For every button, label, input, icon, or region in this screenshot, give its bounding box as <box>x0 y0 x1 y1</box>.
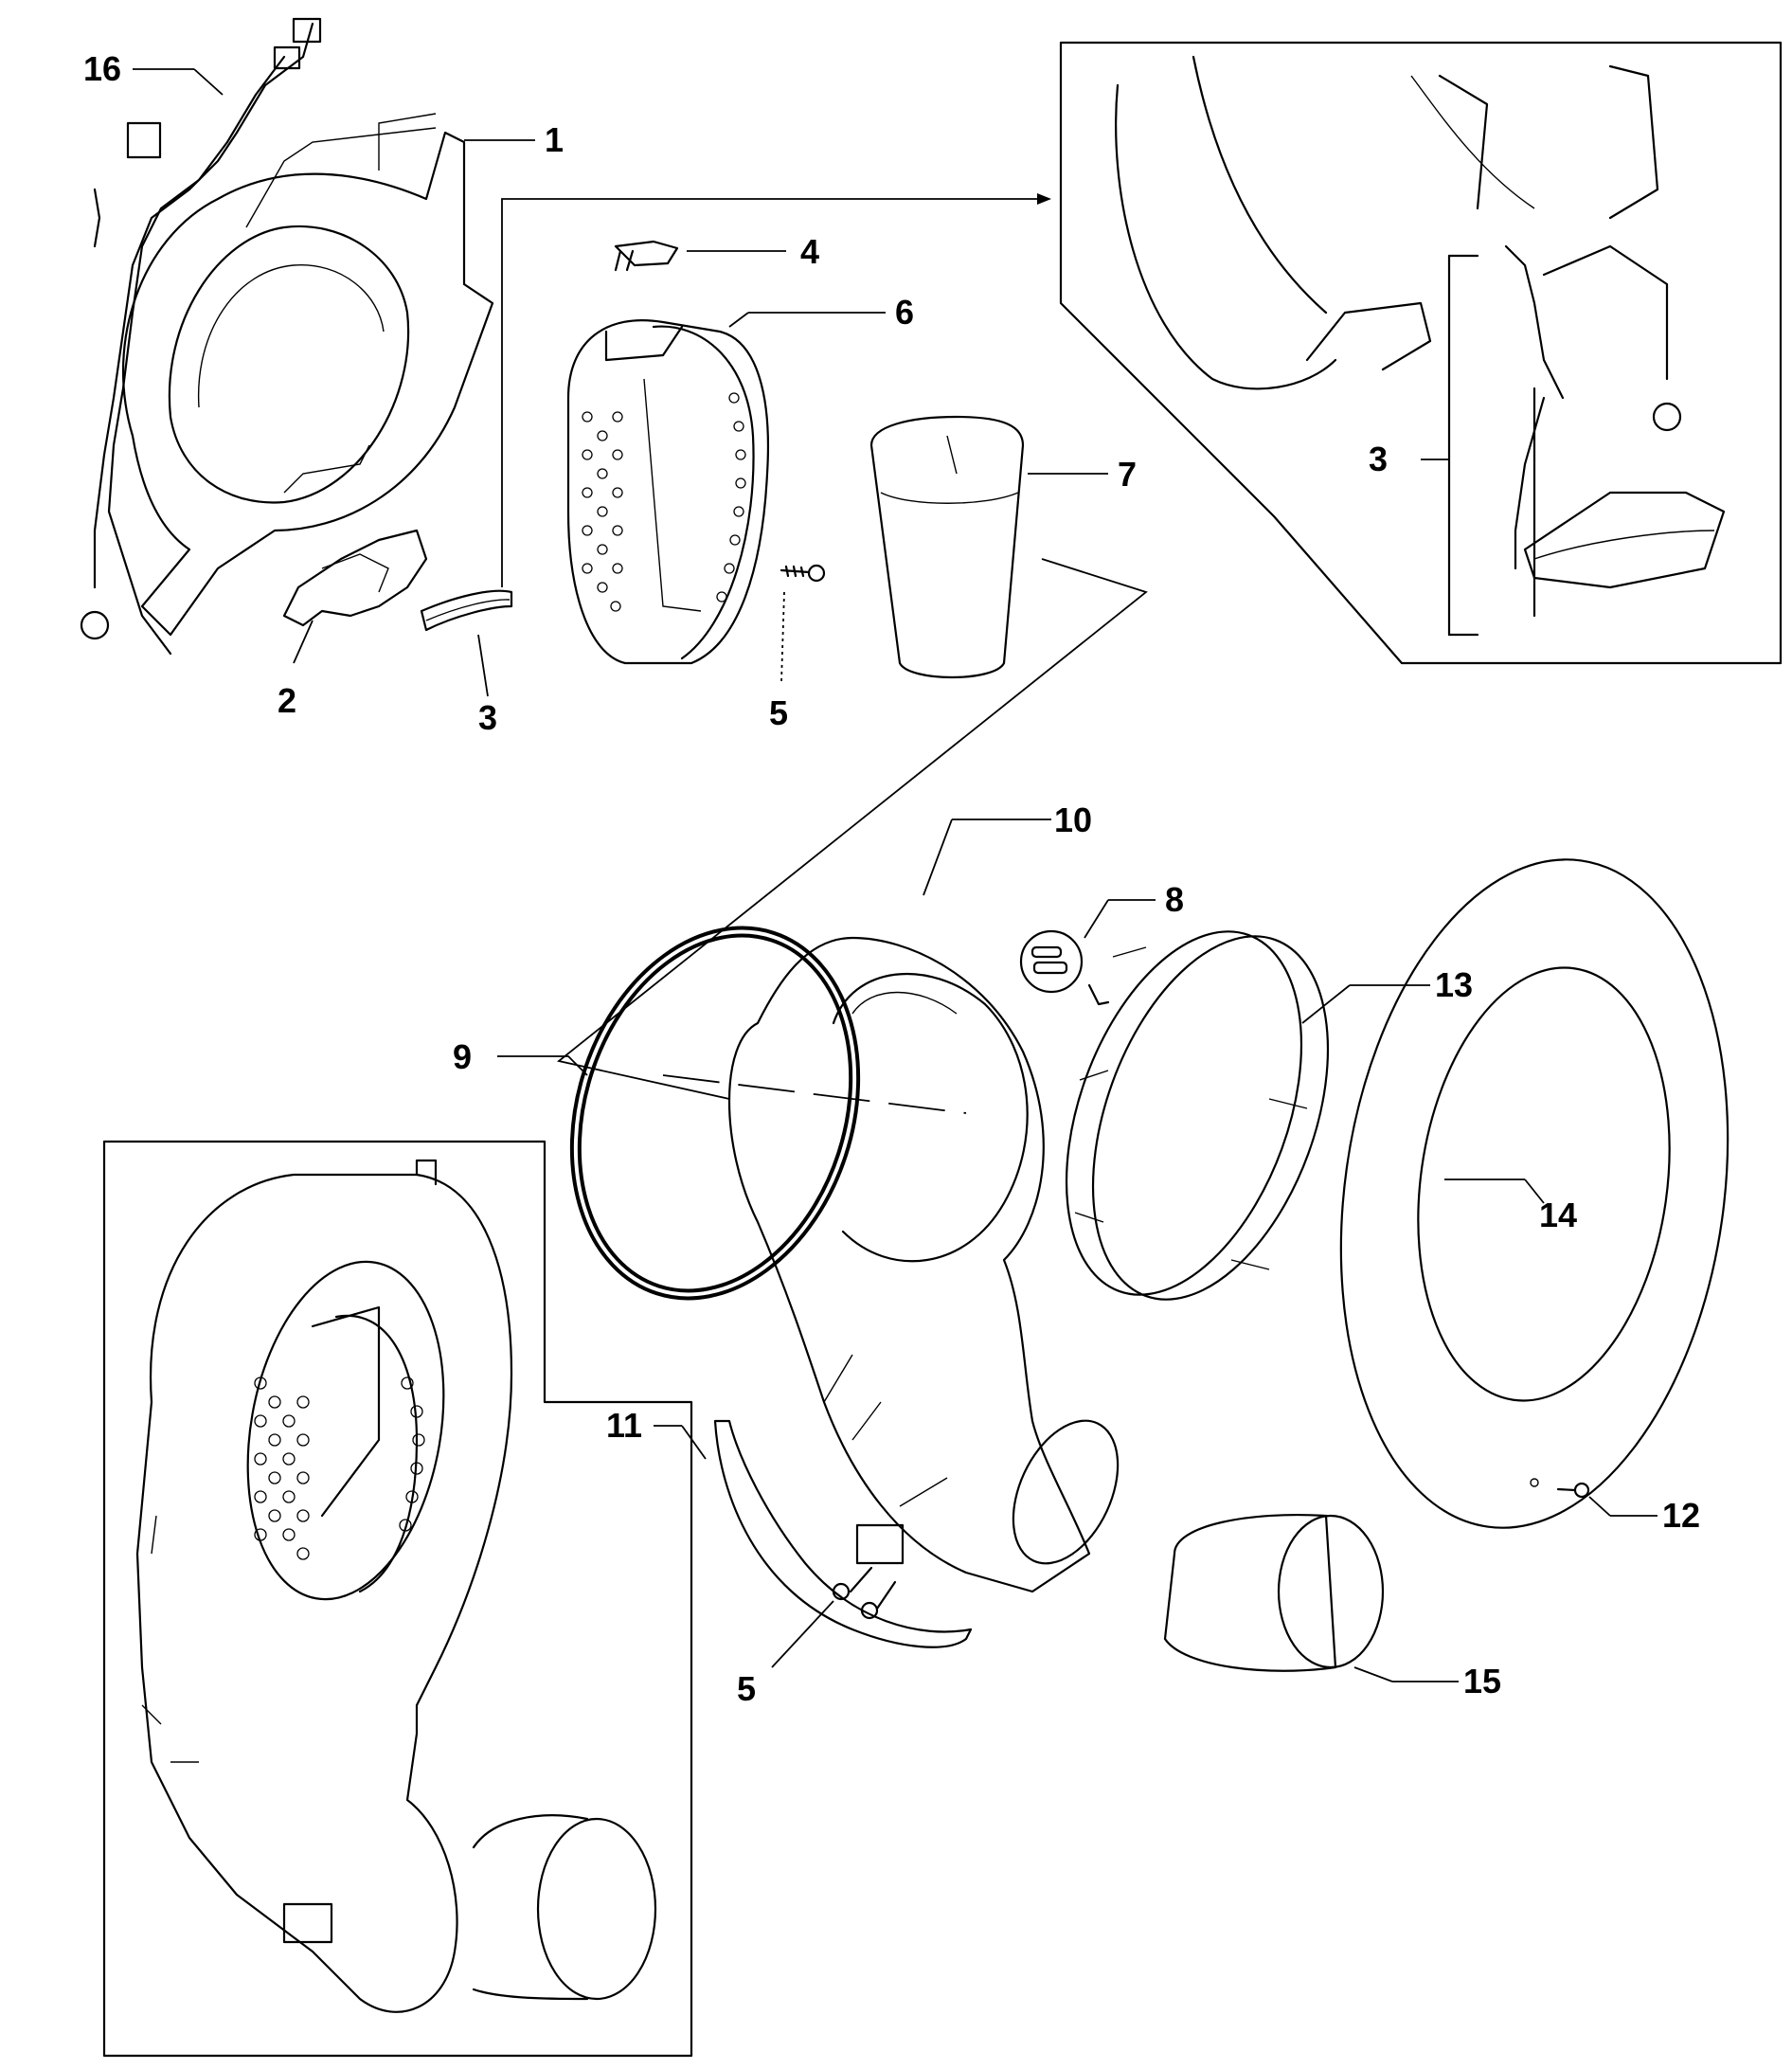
label-3b: 3 <box>1369 440 1388 478</box>
label-3a: 3 <box>478 698 497 737</box>
part-4-clip <box>614 240 786 272</box>
inset-mesh-holes <box>254 1376 425 1560</box>
label-12: 12 <box>1662 1496 1700 1535</box>
part-9-gasket-ring <box>497 926 861 1301</box>
part-14-front-panel <box>1339 858 1729 1529</box>
label-13: 13 <box>1435 965 1473 1004</box>
label-9: 9 <box>453 1037 472 1076</box>
label-15: 15 <box>1463 1662 1501 1700</box>
part-5-screws-lower <box>771 1566 897 1668</box>
part-15-cylinder-filter <box>1163 1513 1459 1682</box>
label-6: 6 <box>895 293 914 332</box>
label-7: 7 <box>1118 455 1137 494</box>
label-1: 1 <box>545 120 564 159</box>
part-5-screw-top <box>780 564 826 683</box>
part-1-duct-housing <box>121 113 494 637</box>
part-3-seal-strip <box>420 589 513 697</box>
label-10: 10 <box>1054 801 1092 839</box>
part-16-wiring-harness <box>80 17 322 656</box>
part-11-seal-strip <box>654 1419 973 1648</box>
inset-assembled-unit <box>135 1159 657 2013</box>
filter-mesh-holes <box>582 392 746 612</box>
label-11: 11 <box>606 1406 642 1445</box>
part-12-screw <box>1556 1482 1658 1517</box>
label-5a: 5 <box>769 693 788 732</box>
label-14: 14 <box>1539 1196 1577 1234</box>
inset-frame-top-right <box>1059 41 1783 665</box>
part-labels: 16 1 2 3 4 6 7 5 3 10 8 13 9 14 11 12 5 … <box>83 49 1700 1708</box>
part-10-front-duct-housing <box>727 819 1120 1593</box>
part-8-clips <box>1019 899 1156 1006</box>
part-2-bracket <box>282 529 428 664</box>
arrow-to-inset <box>501 193 1051 587</box>
projection-lines <box>556 558 1148 1114</box>
part-13-screen-ring <box>1065 930 1430 1301</box>
part-7-filter-cover <box>869 415 1108 679</box>
inset-frame-bottom-left <box>102 1140 693 2058</box>
label-8: 8 <box>1165 880 1184 919</box>
label-4: 4 <box>800 232 819 271</box>
label-2: 2 <box>278 681 296 720</box>
label-16: 16 <box>83 49 121 88</box>
inset-detail-seal-wiring <box>1115 55 1726 637</box>
part-6-lint-filter <box>566 312 886 665</box>
label-5b: 5 <box>737 1669 756 1708</box>
